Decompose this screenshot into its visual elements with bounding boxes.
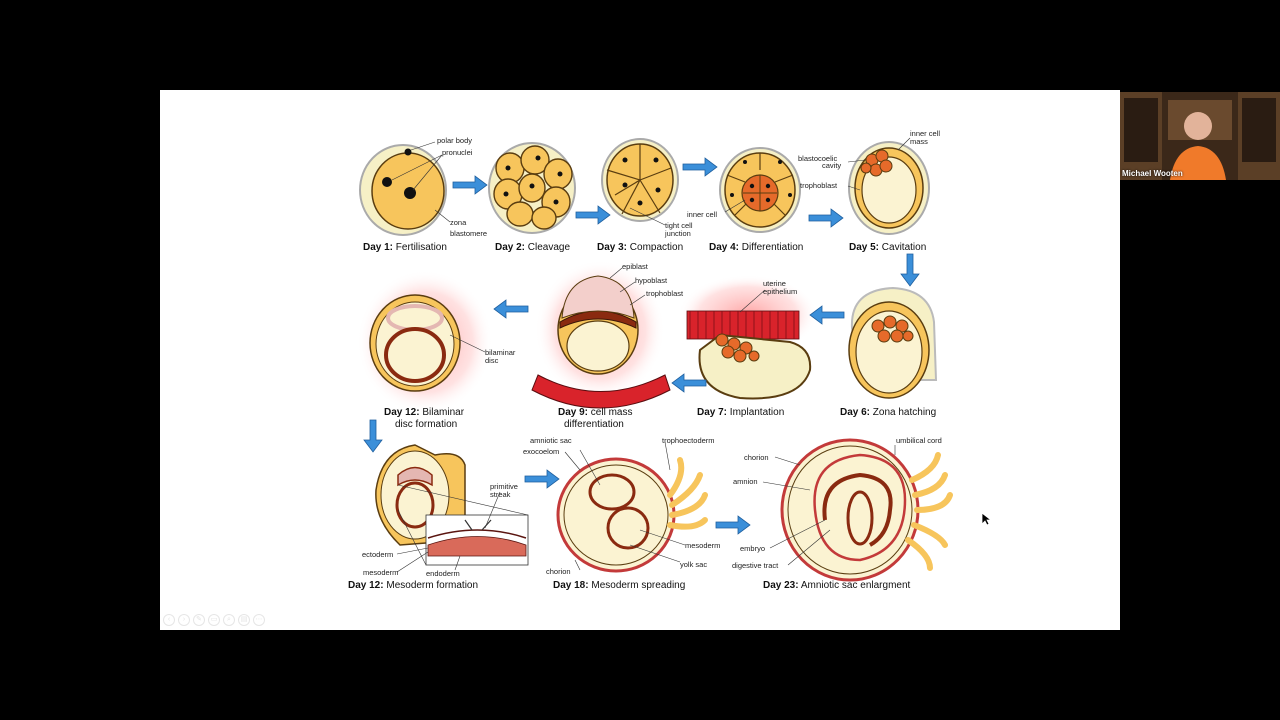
slide-navigation: ‹ › ✎ ▭ ⌕ ▤ ⋯	[163, 614, 265, 626]
label-inner-cell: inner cell	[687, 210, 717, 219]
mouse-cursor-icon	[981, 512, 991, 526]
next-icon[interactable]: ›	[178, 614, 190, 626]
label-junction: junction	[664, 229, 691, 238]
label-blastocoelic: blastocoelic	[798, 154, 837, 163]
arrow-day5-day6	[900, 253, 920, 287]
caption-day5: Day 5: Cavitation	[849, 242, 926, 253]
caption-day1: Day 1: Fertilisation	[363, 242, 447, 253]
day4-differentiation	[719, 147, 801, 233]
video-feed	[1120, 92, 1280, 180]
day7-implantation	[678, 275, 818, 400]
day5-cavitation	[847, 137, 930, 235]
label-chorion-18: chorion	[546, 567, 571, 576]
caption-day23: Day 23: Amniotic sac enlargment	[763, 580, 911, 591]
label-cavity: cavity	[822, 161, 841, 170]
caption-day7: Day 7: Implantation	[697, 407, 784, 418]
label-umbilical-cord: umbilical cord	[896, 436, 942, 445]
label-exocoelom: exocoelom	[523, 447, 559, 456]
label-yolk-sac: yolk sac	[680, 560, 707, 569]
arrow-day9-day12	[493, 299, 529, 319]
zoom-icon[interactable]: ⌕	[223, 614, 235, 626]
day2-cleavage	[488, 142, 576, 234]
label-trophoblast-9: trophoblast	[646, 289, 684, 298]
label-mesoderm-18: mesoderm	[685, 541, 720, 550]
caption-day4: Day 4: Differentiation	[709, 242, 803, 253]
presentation-slide: polar body pronuclei zona blastomere Day…	[160, 90, 1120, 630]
arrow-day4-day5	[808, 208, 844, 228]
more-icon[interactable]: ⋯	[253, 614, 265, 626]
subtitles-icon[interactable]: ▤	[238, 614, 250, 626]
label-epiblast: epiblast	[622, 262, 649, 271]
previous-icon[interactable]: ‹	[163, 614, 175, 626]
label-mass: mass	[910, 137, 928, 146]
day9-cell-mass-differentiation	[531, 260, 671, 409]
label-zona: zona	[450, 218, 467, 227]
arrow-day12-day18	[524, 469, 560, 489]
arrow-day3-day4	[682, 157, 718, 177]
label-polar-body: polar body	[437, 136, 472, 145]
label-epithelium: epithelium	[763, 287, 797, 296]
label-trophoectoderm: trophoectoderm	[662, 436, 715, 445]
day6-zona-hatching	[848, 286, 938, 399]
day12-bilaminar-disc	[357, 270, 493, 414]
label-ectoderm: ectoderm	[362, 550, 393, 559]
arrow-day6-day7	[809, 305, 845, 325]
label-inner-cell-mass: inner cell	[910, 129, 940, 138]
caption-day12-bilaminar-line1: Day 12: Bilaminar	[384, 407, 465, 418]
label-blastomere: blastomere	[450, 229, 487, 238]
label-embryo: embryo	[740, 544, 765, 553]
caption-day12-bilaminar-line2: disc formation	[395, 419, 457, 430]
label-bilaminar: bilaminar	[485, 348, 516, 357]
embryo-development-diagram: polar body pronuclei zona blastomere Day…	[348, 129, 953, 591]
label-disc: disc	[485, 356, 499, 365]
day1-zygote	[359, 141, 451, 236]
label-amnion: amnion	[733, 477, 758, 486]
caption-day18: Day 18: Mesoderm spreading	[553, 580, 685, 591]
label-tight-cell: tight cell	[665, 221, 693, 230]
caption-day9-line2: differentiation	[564, 419, 624, 430]
caption-day3: Day 3: Compaction	[597, 242, 683, 253]
label-streak: streak	[490, 490, 511, 499]
caption-day12-mesoderm: Day 12: Mesoderm formation	[348, 580, 478, 591]
label-primitive: primitive	[490, 482, 518, 491]
label-hypoblast: hypoblast	[635, 276, 668, 285]
label-trophoblast: trophoblast	[800, 181, 838, 190]
presenter-name: Michael Wooten	[1122, 169, 1183, 178]
label-chorion-23: chorion	[744, 453, 769, 462]
arrow-day18-day23	[715, 515, 751, 535]
caption-day6: Day 6: Zona hatching	[840, 407, 936, 418]
slides-icon[interactable]: ▭	[208, 614, 220, 626]
day23-amniotic-sac-enlargement	[762, 438, 953, 582]
arrow-day7-day9	[671, 373, 707, 393]
arrow-day2-day3	[575, 205, 611, 225]
day12-mesoderm-formation	[375, 444, 529, 573]
presenter-video[interactable]: Michael Wooten	[1120, 92, 1280, 180]
label-digestive-tract: digestive tract	[732, 561, 779, 570]
caption-day2: Day 2: Cleavage	[495, 242, 570, 253]
arrow-day1-day2	[452, 175, 488, 195]
label-endoderm: endoderm	[426, 569, 460, 578]
label-mesoderm: mesoderm	[363, 568, 398, 577]
pen-icon[interactable]: ✎	[193, 614, 205, 626]
caption-day9-line1: Day 9: cell mass	[558, 407, 632, 418]
label-amniotic-sac: amniotic sac	[530, 436, 572, 445]
day3-compaction	[601, 138, 679, 226]
arrow-day12-day12b	[363, 419, 383, 453]
label-uterine: uterine	[763, 279, 786, 288]
day18-mesoderm-spreading	[556, 441, 708, 573]
label-pronuclei: pronuclei	[442, 148, 473, 157]
